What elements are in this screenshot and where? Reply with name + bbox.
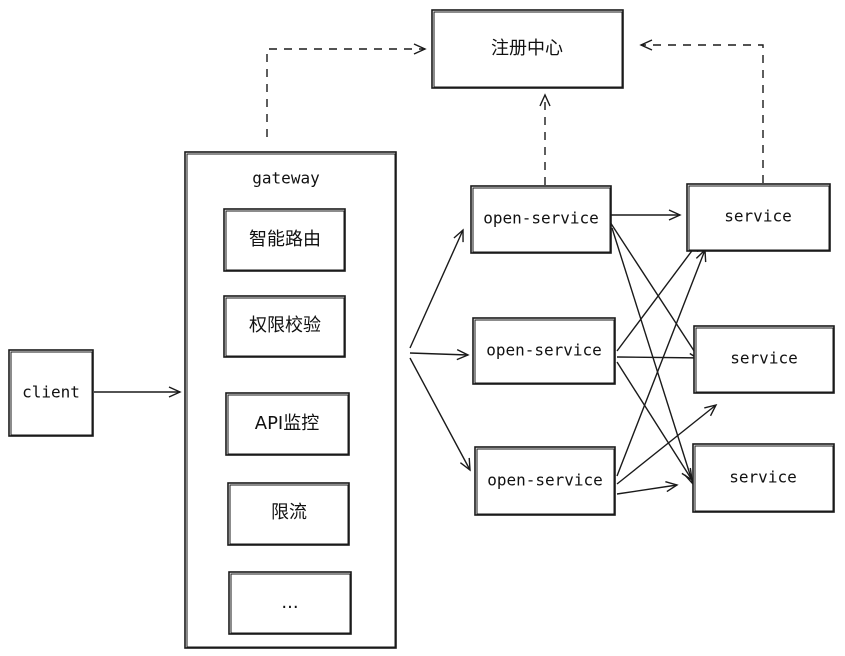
gateway-feature-auth-check: 权限校验	[223, 295, 346, 358]
gateway-feature-smart-routing: 智能路由	[223, 208, 346, 272]
service-label: service	[724, 207, 791, 226]
service-label: service	[730, 349, 797, 368]
service-node-2: service	[693, 325, 835, 394]
gateway-feature-rate-limit: 限流	[227, 482, 350, 546]
gateway-feature-more: ...	[228, 571, 352, 635]
open-service-3-to-service-2-link	[616, 403, 718, 485]
open-service-node-1: open-service	[470, 185, 612, 254]
gateway-to-registry-link	[266, 43, 427, 137]
registry-dashed-links	[266, 39, 764, 185]
open-service-2-to-service-2-link	[616, 352, 707, 364]
registry-label: 注册中心	[491, 38, 563, 59]
gateway-to-open-service-2-link	[409, 348, 470, 361]
open-service-label: open-service	[483, 209, 599, 228]
open-service-label: open-service	[486, 341, 602, 360]
gateway-node: gateway 智能路由 权限校验 API监控 限流 ...	[184, 151, 397, 649]
gateway-to-open-service-3-link	[409, 357, 471, 472]
open-service-node-3: open-service	[474, 446, 616, 516]
open-service-label: open-service	[487, 471, 603, 490]
service-label: service	[729, 468, 796, 487]
request-flow-links	[94, 209, 718, 495]
gateway-title: gateway	[252, 169, 320, 188]
service-node-3: service	[692, 443, 835, 513]
gateway-feature-api-monitor: API监控	[225, 392, 350, 456]
open-service-1-to-service-3-link	[611, 227, 696, 486]
service-node-1: service	[686, 183, 831, 252]
open-service-node-2: open-service	[472, 317, 616, 385]
gateway-to-open-service-1-link	[409, 228, 464, 349]
client-label: client	[22, 383, 80, 402]
open-service-3-to-service-1-link	[616, 248, 707, 477]
open-service-3-to-service-3-link	[616, 481, 679, 495]
feature-label: 限流	[271, 502, 307, 523]
open-service-2-to-service-1-link	[616, 238, 702, 352]
open-service-2-to-service-3-link	[616, 361, 693, 482]
registry-node: 注册中心	[431, 9, 624, 89]
feature-label: ...	[281, 592, 298, 613]
feature-label: API监控	[255, 413, 319, 434]
open-service-1-to-service-2-link	[609, 221, 701, 362]
client-node: client	[8, 349, 94, 437]
feature-label: 权限校验	[249, 315, 321, 336]
feature-label: 智能路由	[249, 229, 321, 250]
service-to-registry-link	[639, 39, 764, 183]
